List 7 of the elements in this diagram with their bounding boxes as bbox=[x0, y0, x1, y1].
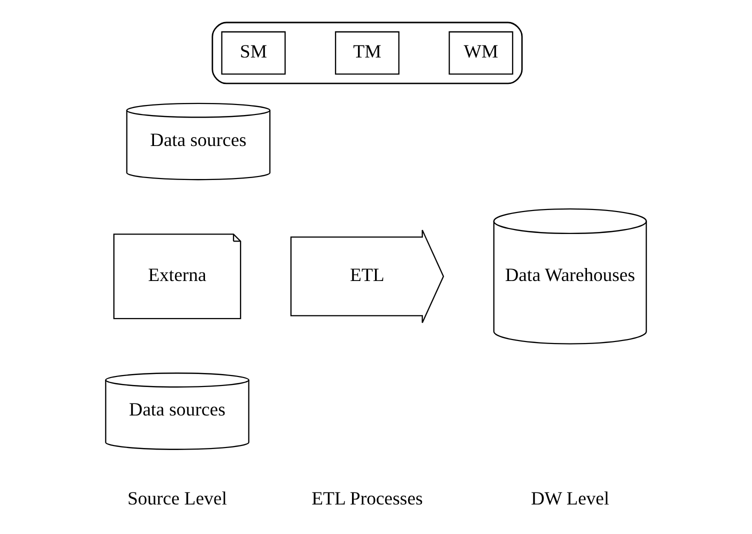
cluster bbox=[212, 22, 523, 84]
node-box: TM bbox=[334, 31, 400, 75]
label: DW Level bbox=[530, 488, 610, 510]
node-box: WM bbox=[448, 31, 514, 75]
label: ETL Processes bbox=[312, 488, 423, 510]
node-box: SM bbox=[221, 31, 286, 75]
label: Source Level bbox=[128, 488, 227, 510]
